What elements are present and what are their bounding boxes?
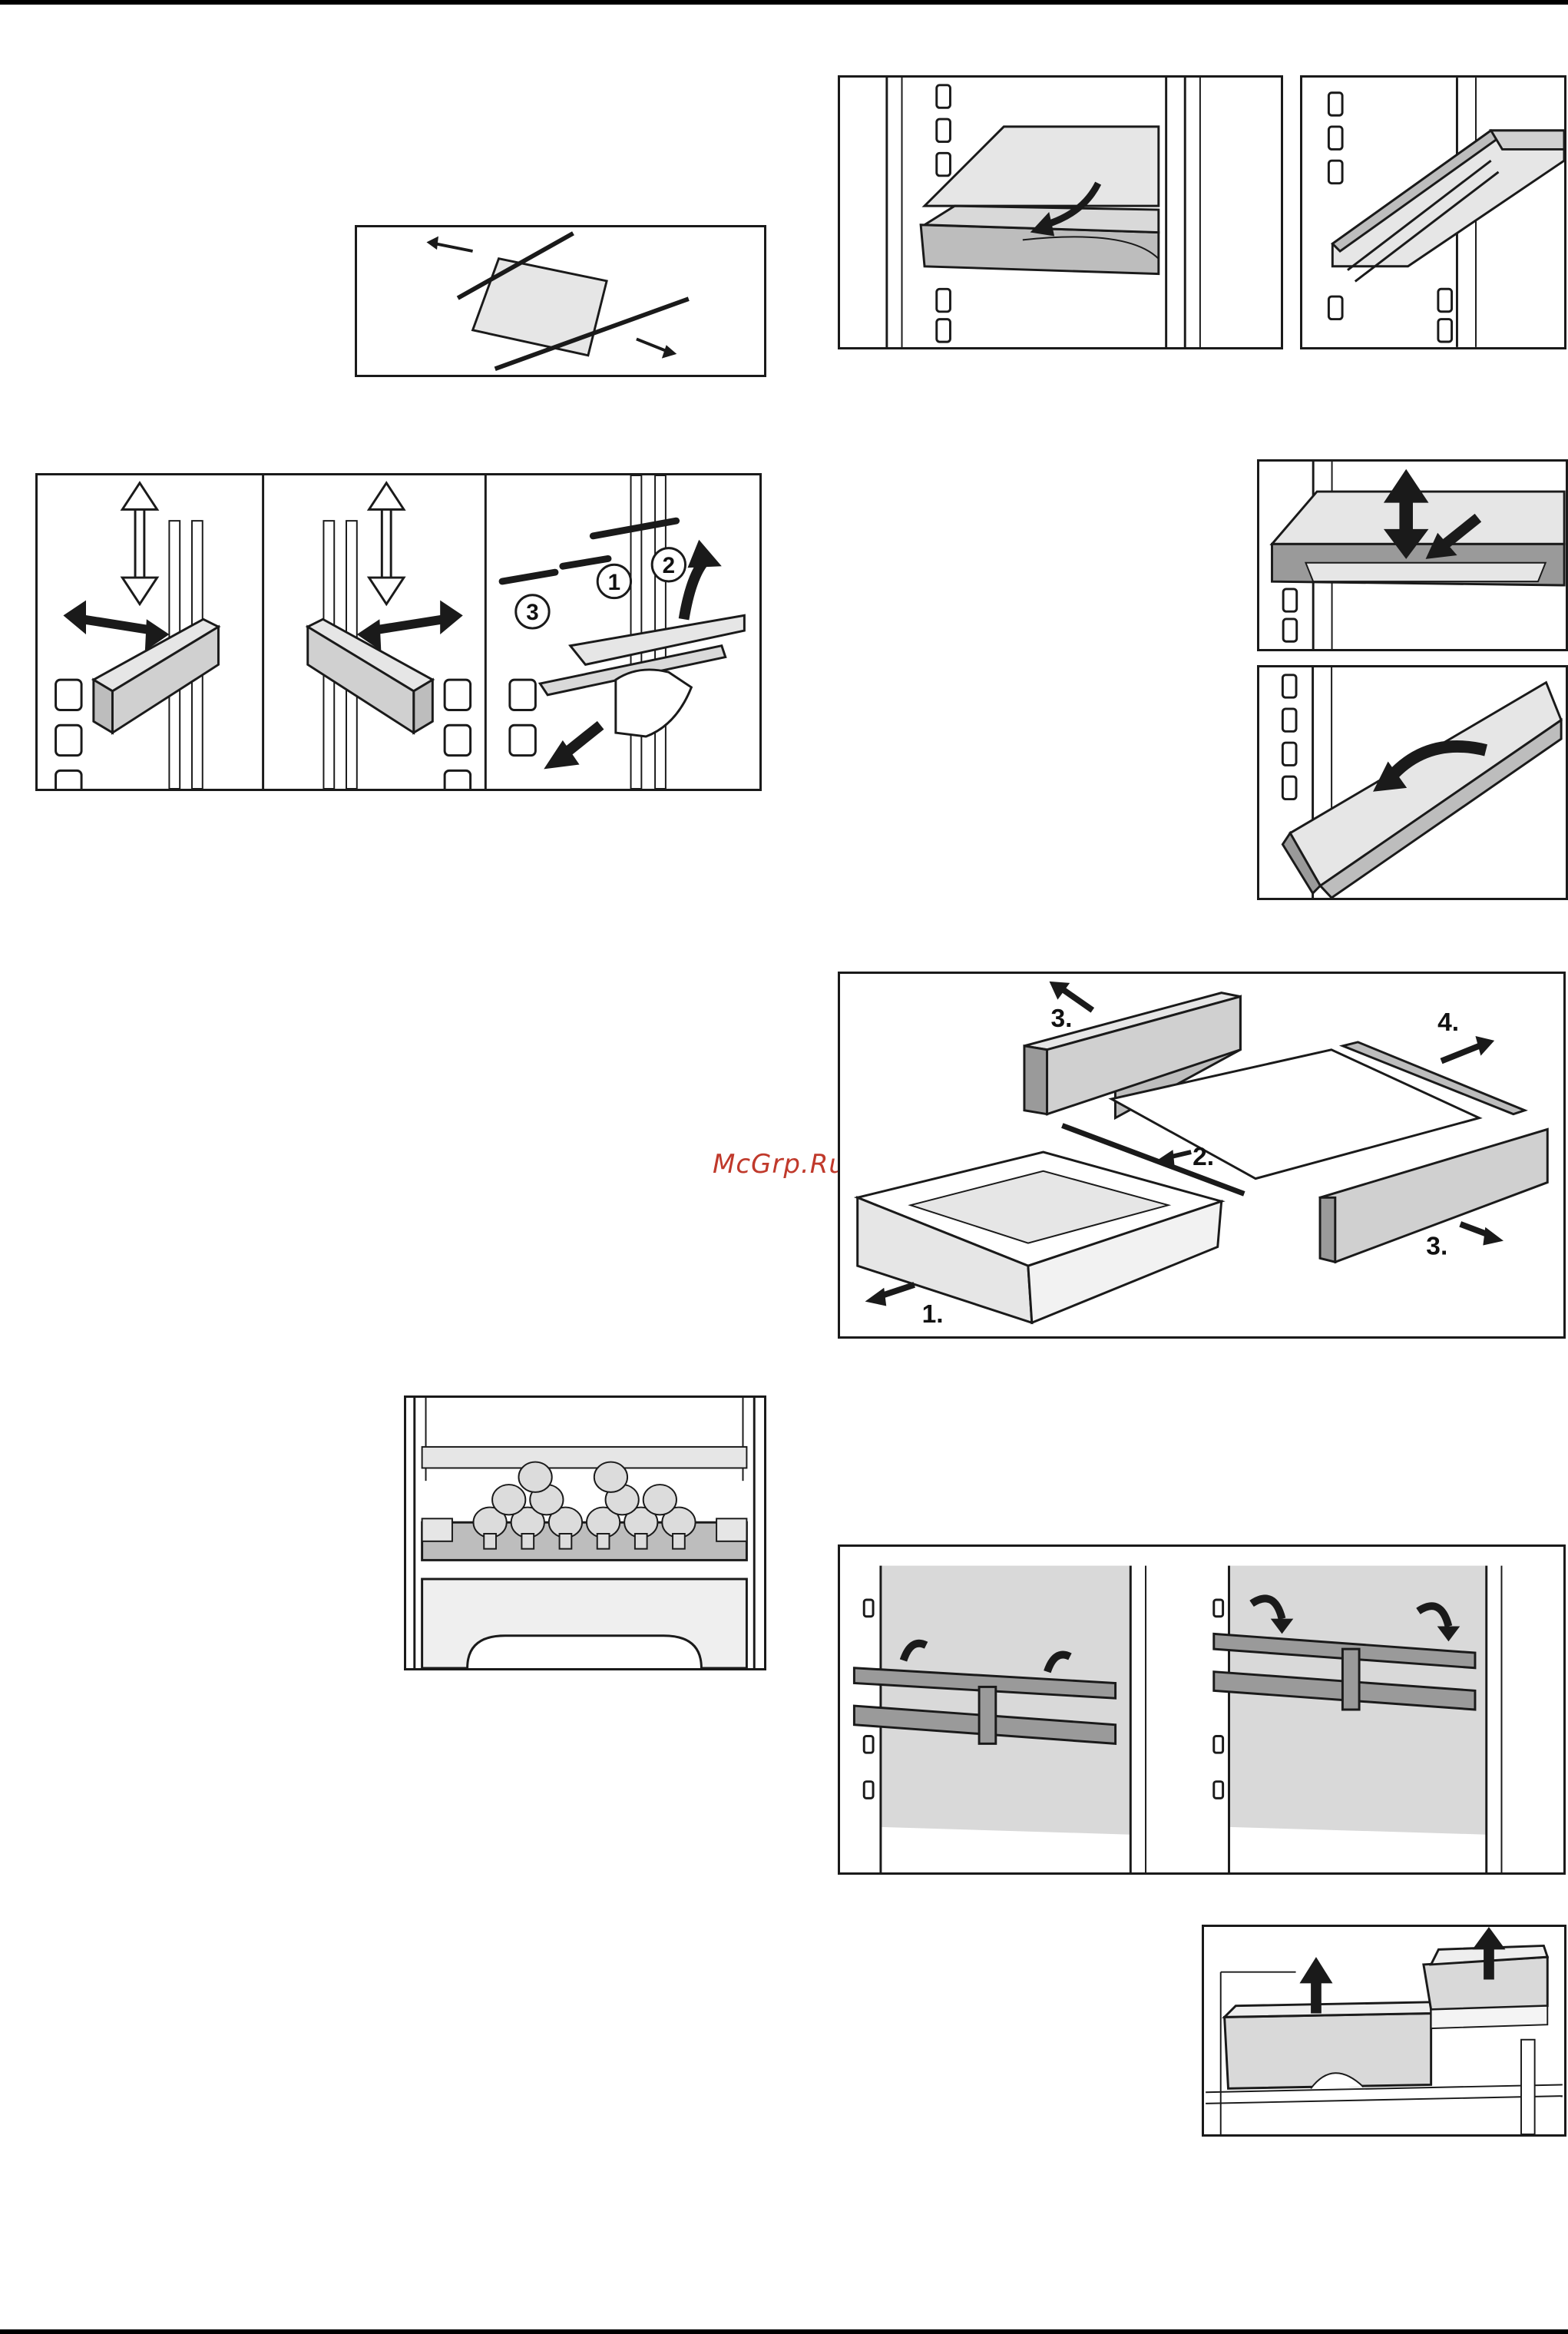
figure-bottle-rack xyxy=(404,1395,766,1670)
shelf-tilt-illustration xyxy=(1259,667,1566,898)
figure-door-rack xyxy=(838,1544,1566,1875)
figure-exploded: 3. 4. 2. 3. 1. xyxy=(838,972,1566,1339)
top-rule xyxy=(0,0,1568,5)
step-label-3-top: 3. xyxy=(1050,1005,1072,1033)
callout-3: 3 xyxy=(526,600,538,625)
bottom-rule xyxy=(0,2329,1568,2334)
step-label-3-right: 3. xyxy=(1426,1232,1447,1260)
figure-drawer-pull xyxy=(838,75,1283,349)
figure-shelf-insert xyxy=(355,225,766,377)
step-label-4: 4. xyxy=(1437,1008,1459,1037)
shelf-lift-illustration xyxy=(1259,462,1566,649)
rail-detail-illustration xyxy=(1302,78,1564,347)
panel-middle xyxy=(308,483,471,789)
figure-shelf-remove: 1 2 3 xyxy=(35,473,762,791)
step-label-1: 1. xyxy=(922,1300,944,1329)
drawer-pull-illustration xyxy=(840,78,1281,347)
figure-door-bins xyxy=(1202,1925,1566,2137)
figure-rail-detail xyxy=(1300,75,1566,349)
callout-1: 1 xyxy=(608,570,620,595)
figure-shelf-lift xyxy=(1257,459,1568,651)
figure-shelf-tilt xyxy=(1257,665,1568,900)
bottle-rack-illustration xyxy=(406,1398,764,1668)
shelf-insert-illustration xyxy=(357,227,764,375)
panel-right: 1 2 3 xyxy=(502,475,744,789)
exploded-illustration: 3. 4. 2. 3. 1. xyxy=(840,974,1563,1336)
step-label-2: 2. xyxy=(1193,1143,1214,1171)
callout-2: 2 xyxy=(663,553,675,578)
door-bins-illustration xyxy=(1204,1927,1564,2134)
shelf-remove-illustration: 1 2 3 xyxy=(38,475,759,789)
panel-left xyxy=(56,483,219,789)
door-rack-illustration xyxy=(840,1547,1563,1872)
